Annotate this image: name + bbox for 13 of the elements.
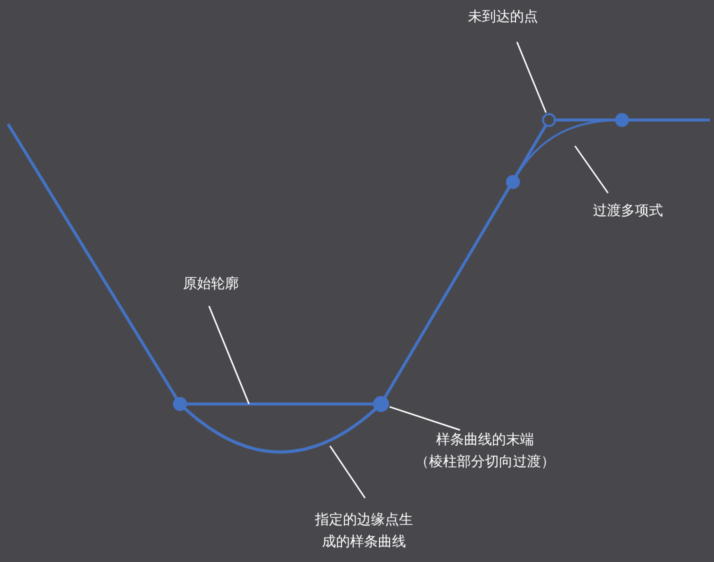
annotation-text: （棱柱部分切向过渡） xyxy=(414,453,556,472)
annotation-text: 过渡多项式 xyxy=(592,202,664,221)
leader-line xyxy=(389,406,460,431)
leader-line xyxy=(574,146,609,194)
leader-line xyxy=(329,446,366,498)
leader-line xyxy=(208,306,250,404)
leader-line xyxy=(516,42,547,113)
annotation-text: 未到达的点 xyxy=(467,8,539,27)
end-point xyxy=(373,396,389,412)
annotation-text: 原始轮廓 xyxy=(182,275,240,294)
annotation-text: 指定的边缘点生成的样条曲线 xyxy=(314,511,414,552)
open-point xyxy=(542,113,556,127)
annotation-text: 样条曲线的末端 xyxy=(435,431,535,450)
